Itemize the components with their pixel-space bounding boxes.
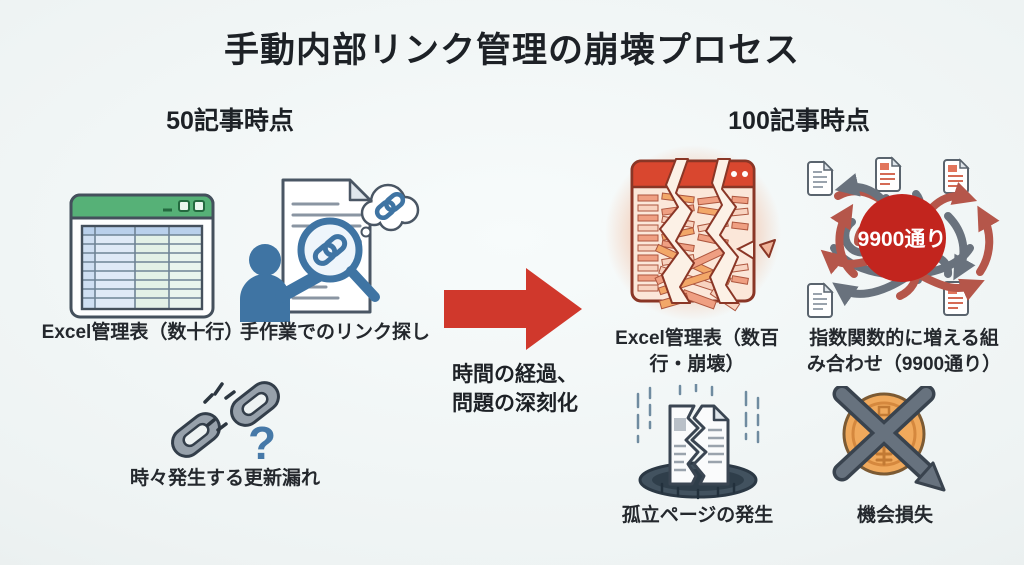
isolated-page-label: 孤立ページの発生 — [621, 505, 774, 526]
person-icon — [240, 244, 325, 322]
cross-out-x — [832, 384, 936, 482]
left-section-heading: 50記事時点 — [166, 107, 294, 135]
broken-chain-icon: ? — [158, 372, 293, 477]
falling-lines — [636, 382, 760, 448]
broken-excel-icon — [598, 145, 788, 330]
isolated-page-icon — [628, 382, 768, 507]
page-title: 手動内部リンク管理の崩壊プロセス — [223, 31, 800, 70]
down-arrowhead — [914, 461, 946, 492]
broken-excel-label: Excel管理表（数百 行・崩壊） — [615, 328, 779, 375]
torn-document — [668, 404, 730, 486]
combination-badge-text: 9900通り — [858, 228, 947, 251]
broken-chain-label: 時々発生する更新漏れ — [129, 468, 320, 489]
excel-table-icon — [68, 192, 216, 325]
tangled-links-label: 指数関数的に増える組 み合わせ（9900通り） — [806, 328, 1002, 375]
thought-bubble-icon — [354, 183, 420, 246]
combination-badge — [858, 194, 946, 282]
transition-label: 時間の経過、 問題の深刻化 — [452, 363, 578, 416]
question-mark: ? — [248, 417, 276, 469]
right-section-heading: 100記事時点 — [728, 107, 870, 135]
crack — [659, 158, 695, 304]
right-arrow-icon — [444, 266, 584, 357]
crack — [705, 158, 739, 304]
opportunity-loss-label: 機会損失 — [856, 505, 933, 526]
manual-search-label: 手作業でのリンク探し — [239, 322, 430, 343]
break-sparks — [203, 382, 236, 432]
manual-search-icon — [238, 172, 423, 327]
excel-table-label: Excel管理表（数十行） — [41, 322, 244, 343]
chain-link-icon — [312, 234, 348, 266]
magnifier-icon — [297, 217, 380, 302]
opportunity-loss-icon — [830, 384, 958, 505]
page-icons — [807, 156, 970, 318]
tangled-links-icon: 9900通り — [798, 156, 1010, 329]
chain-link-icon — [374, 191, 406, 221]
